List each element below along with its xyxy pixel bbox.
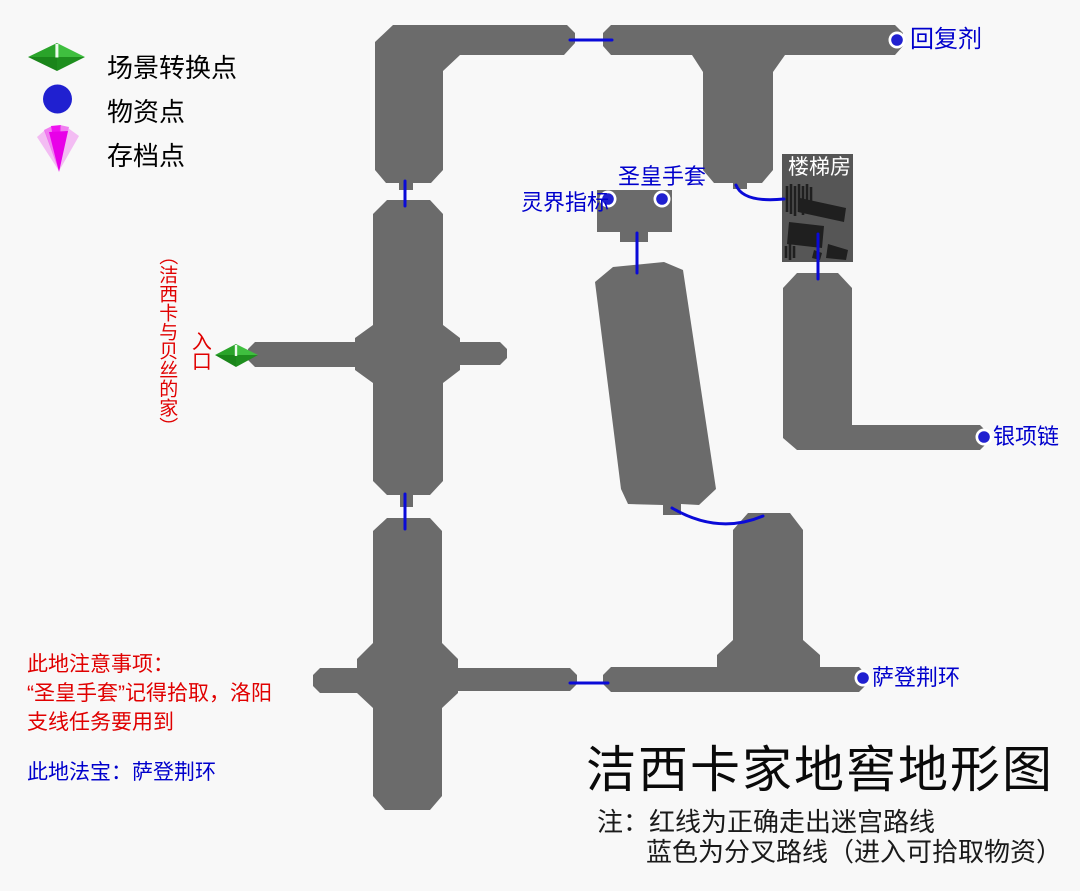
save-point-icon (37, 125, 79, 172)
room-holy-gloves (597, 190, 672, 242)
note-warning-line1: “圣皇手套”记得拾取，洛阳 (27, 682, 272, 705)
corridor-top-right (603, 25, 903, 189)
scene-transition-icon (28, 43, 85, 71)
branch-routes (403, 38, 820, 685)
page-title: 洁西卡家地窖地形图 (586, 742, 1054, 798)
room-slanted (595, 262, 716, 515)
supply-marker-necklace (975, 428, 993, 446)
corridor-bottom-right-t (603, 513, 867, 692)
entrance-transition-icon (215, 344, 258, 367)
label-stairs-room: 楼梯房 (788, 156, 851, 179)
map-note-line1: 注：红线为正确走出迷宫路线 (597, 807, 936, 837)
supply-marker-gloves (653, 190, 671, 208)
legend-label-save-point: 存档点 (107, 141, 186, 171)
label-potion: 回复剂 (910, 26, 982, 53)
supply-marker-indicator (599, 190, 617, 208)
supply-point-icon (43, 84, 72, 114)
corridor-top-left (375, 25, 575, 190)
note-warning-line2: 支线任务要用到 (27, 711, 174, 734)
corridor-right-l (783, 273, 988, 450)
label-entrance: 入口 (188, 331, 211, 371)
route-curve-to-stairs (734, 183, 786, 202)
supply-point-markers (599, 31, 993, 687)
label-silver-necklace: 银项链 (993, 424, 1060, 449)
legend-label-scene-transition: 场景转换点 (107, 53, 238, 83)
legend-label-supply-point: 物资点 (107, 97, 186, 127)
label-spirit-indicator: 灵界指标 (521, 190, 610, 215)
label-entrance-house: （洁西卡与贝丝的家） (156, 246, 178, 436)
supply-marker-potion (888, 31, 906, 49)
note-warning-title: 此地注意事项： (27, 653, 174, 676)
note-treasure: 此地法宝：萨登荆环 (27, 761, 216, 784)
supply-marker-ring (854, 669, 872, 687)
cross-lower (313, 518, 577, 810)
label-sadeng-ring: 萨登荆环 (872, 665, 961, 690)
cross-upper (248, 200, 507, 507)
label-holy-gloves: 圣皇手套 (618, 164, 707, 189)
map-note-line2: 蓝色为分叉路线（进入可拾取物资） (646, 837, 1063, 867)
route-curve-to-t (670, 506, 765, 526)
